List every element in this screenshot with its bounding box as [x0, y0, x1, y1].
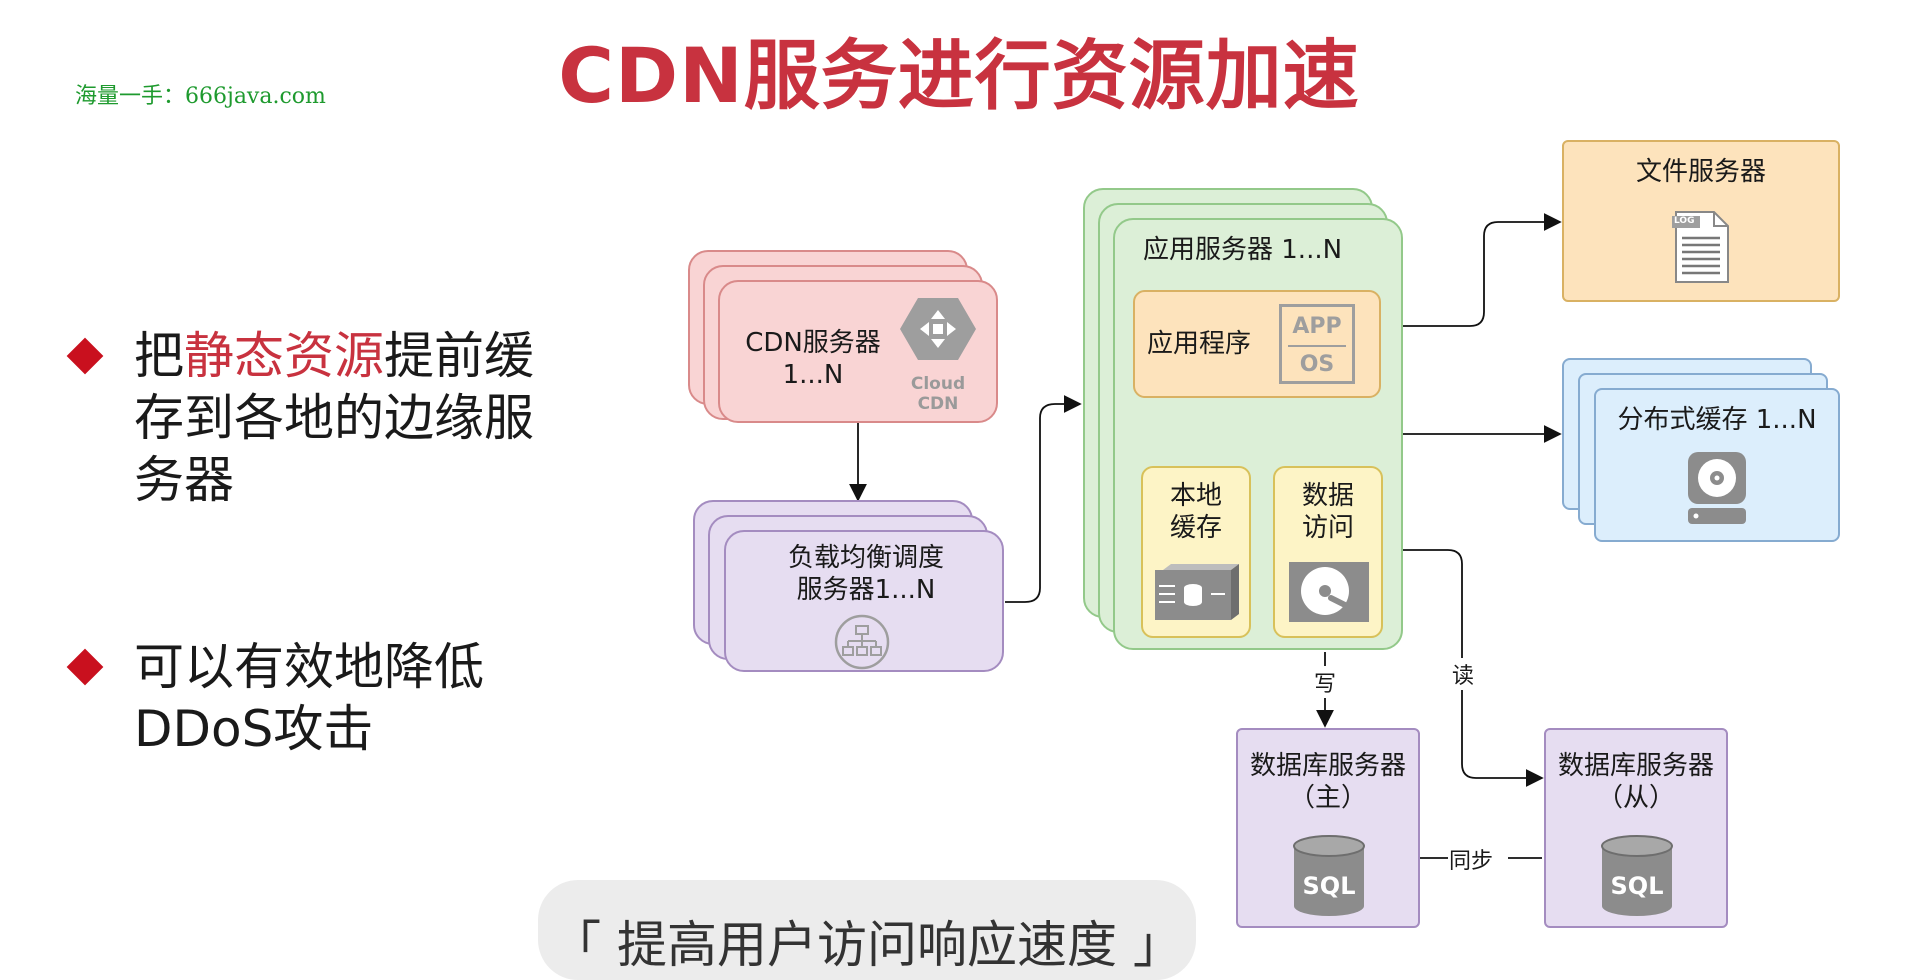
edge-read-label: 读 [1450, 658, 1477, 690]
bullet-item-2: 可以有效地降低 DDoS攻击 [64, 636, 584, 766]
dist-cache-label: 分布式缓存 1...N [1617, 405, 1817, 435]
lb-server-node: 负载均衡调度 服务器1...N [724, 530, 1004, 672]
hard-disk-icon [1289, 562, 1369, 622]
caption-text: 「 提高用户访问响应速度 」 [551, 916, 1183, 974]
data-access-box: 数据 访问 [1273, 466, 1383, 638]
local-cache-label: 本地 缓存 [1143, 480, 1249, 544]
edge-app-to-file [1403, 213, 1562, 327]
disk-drive-icon [1688, 452, 1746, 524]
app-server-label: 应用服务器 1...N [1143, 235, 1343, 265]
watermark-text: 海量一手：666java.com [75, 84, 326, 109]
cdn-icon-text: CDN [917, 394, 959, 414]
db-slave-node: 数据库服务器 （从） SQL [1544, 728, 1728, 928]
cloud-cdn-icon-label: Cloud CDN [892, 374, 984, 414]
edge-sync-label: 同步 [1449, 849, 1494, 874]
cloud-label: Cloud [910, 374, 966, 394]
db-master-line-2: （主） [1288, 783, 1367, 813]
edge-write-label: 写 [1314, 666, 1337, 698]
log-file-icon [1672, 211, 1729, 283]
data-access-line-2: 访问 [1301, 513, 1354, 543]
app-os-icon: APP OS [1279, 304, 1355, 384]
app-os-divider [1288, 345, 1346, 347]
network-hierarchy-icon [834, 614, 890, 670]
cloud-cdn-icon [900, 298, 976, 360]
db-slave-label: 数据库服务器 （从） [1546, 750, 1726, 814]
storage-icon [1155, 564, 1239, 620]
app-tag: APP [1292, 314, 1342, 339]
log-tag: LOG [1674, 216, 1695, 226]
data-access-line-1: 数据 [1301, 481, 1354, 511]
file-server-label: 文件服务器 [1635, 157, 1766, 187]
lb-server-label: 负载均衡调度 服务器1...N [726, 542, 1006, 606]
local-cache-line-2: 缓存 [1169, 513, 1222, 543]
db-master-sql: SQL [1302, 872, 1356, 900]
cdn-server-label: CDN服务器 1...N [738, 327, 888, 391]
lb-label-line-1: 负载均衡调度 [787, 543, 944, 573]
bullet-item-1: 把静态资源提前缓 存到各地的边缘服 务器 [64, 325, 584, 525]
db-master-node: 数据库服务器 （主） SQL [1236, 728, 1420, 928]
cdn-server-node: CDN服务器 1...N Cloud CDN [718, 280, 998, 423]
bullet-1-text-cont: 提前缓 [384, 327, 534, 385]
db-slave-line-2: （从） [1596, 783, 1675, 813]
lb-label-line-2: 服务器1...N [796, 575, 936, 605]
local-cache-line-1: 本地 [1169, 481, 1222, 511]
db-master-label: 数据库服务器 （主） [1238, 750, 1418, 814]
bullet-1-line-2: 存到各地的边缘服 [134, 389, 534, 447]
cdn-label-line-2: 1...N [782, 360, 844, 390]
bullet-2-line-1: 可以有效地降低 [134, 638, 484, 696]
db-slave-sql: SQL [1610, 872, 1664, 900]
caption-box [538, 880, 1196, 980]
bullet-1-highlight: 静态资源 [184, 327, 384, 385]
file-server-node: 文件服务器 LOG [1562, 140, 1840, 302]
page-title: CDN服务进行资源加速 [558, 31, 1360, 120]
bullet-1-text: 把 [134, 327, 184, 385]
sql-database-icon [1293, 835, 1365, 916]
app-program-box: 应用程序 APP OS [1133, 290, 1381, 398]
bullet-2-line-2: DDoS攻击 [134, 700, 374, 758]
dist-cache-node: 分布式缓存 1...N [1594, 388, 1840, 542]
os-tag: OS [1299, 352, 1335, 377]
app-server-node: 应用服务器 1...N 应用程序 APP OS 本地 缓存 数据 访问 [1113, 218, 1403, 650]
edge-lb-to-app [1005, 395, 1082, 603]
bullet-1-line-3: 务器 [134, 451, 234, 509]
app-program-label: 应用程序 [1147, 329, 1252, 359]
sql-database-icon [1601, 835, 1673, 916]
local-cache-box: 本地 缓存 [1141, 466, 1251, 638]
db-slave-line-1: 数据库服务器 [1557, 751, 1714, 781]
db-master-line-1: 数据库服务器 [1249, 751, 1406, 781]
cdn-label-line-1: CDN服务器 [745, 328, 881, 358]
data-access-label: 数据 访问 [1275, 480, 1381, 544]
